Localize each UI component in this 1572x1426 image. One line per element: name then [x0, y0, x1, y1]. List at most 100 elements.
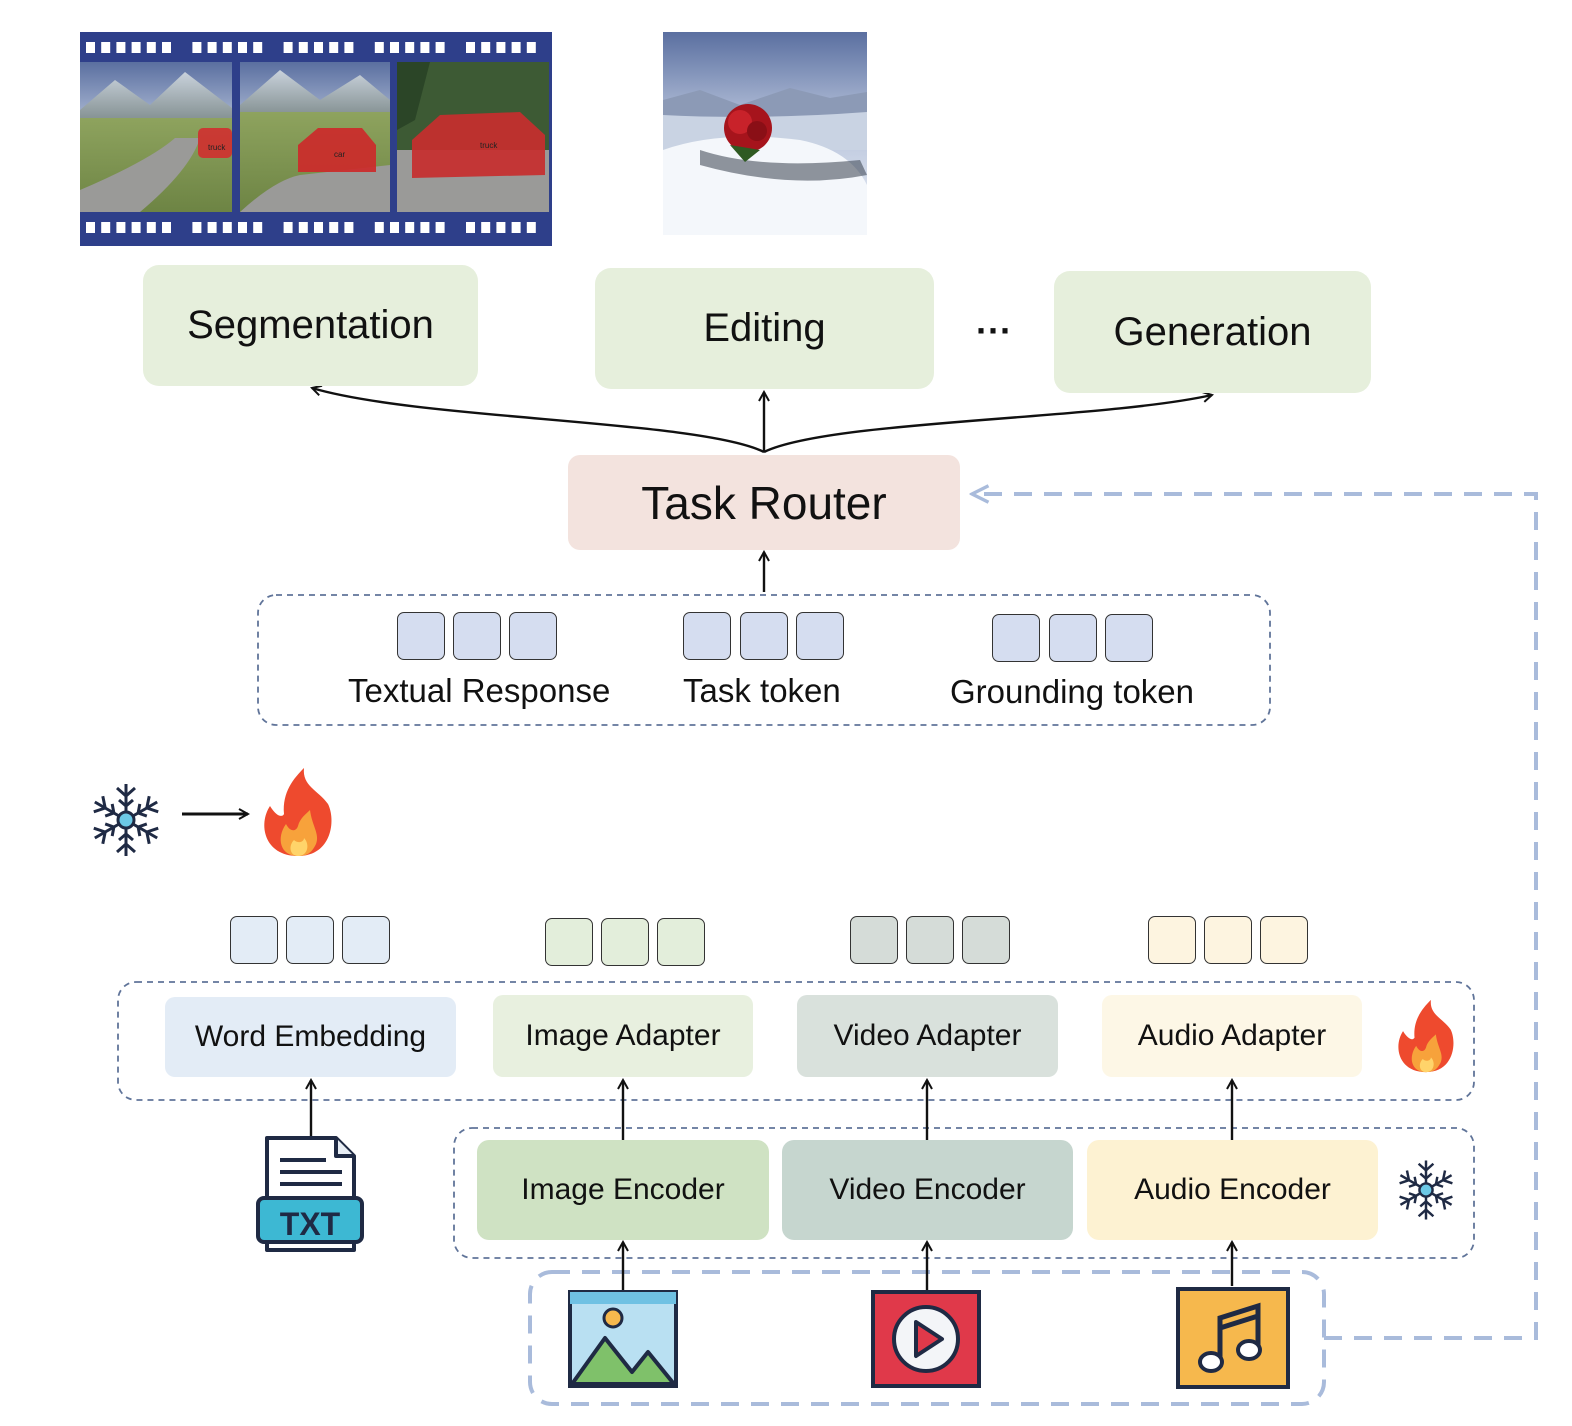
film-sprocket-hole	[283, 42, 293, 53]
film-sprocket-hole	[192, 42, 202, 53]
film-sprocket-hole	[420, 222, 430, 233]
task-router-box: Task Router	[568, 455, 960, 550]
film-sprocket-hole	[162, 222, 171, 233]
film-label-car: car	[334, 150, 345, 159]
film-sprocket-hole	[374, 222, 384, 233]
snowflake-icon	[88, 784, 164, 858]
textual-response-label: Textual Response	[348, 672, 611, 709]
film-sprocket-hole	[222, 42, 232, 53]
audio-embed-token-3	[1260, 916, 1308, 964]
segmentation-label: Segmentation	[187, 303, 434, 347]
word-embed-token-3	[342, 916, 390, 964]
more-tasks-ellipsis: ···	[976, 310, 1012, 351]
audio-encoder-label: Audio Encoder	[1134, 1173, 1331, 1206]
encoders-group	[453, 1127, 1475, 1259]
image-encoder-label: Image Encoder	[521, 1173, 725, 1206]
film-sprocket-hole	[390, 222, 399, 233]
film-sprocket-hole	[344, 42, 354, 53]
film-sprocket-hole	[405, 222, 415, 233]
grounding-token-3	[1105, 614, 1153, 662]
film-sprocket-hole	[405, 42, 415, 53]
film-sprocket-hole	[253, 42, 263, 53]
txt-file-label: TXT	[280, 1206, 341, 1242]
film-sprocket-hole	[314, 42, 323, 53]
output-tokens-group	[257, 594, 1271, 726]
film-sprocket-hole	[435, 222, 445, 233]
film-sprocket-hole	[511, 42, 521, 53]
film-frame-1: truck	[80, 62, 232, 212]
editing-task-box: Editing	[595, 268, 934, 389]
rose-snow-image	[663, 32, 867, 235]
generation-task-box: Generation	[1054, 271, 1371, 393]
adapters-group	[117, 981, 1475, 1101]
film-label-truck-1: truck	[208, 143, 226, 152]
video-embed-token-1	[850, 916, 898, 964]
image-adapter-label: Image Adapter	[525, 1019, 721, 1052]
film-sprocket-hole	[222, 222, 232, 233]
generation-label: Generation	[1113, 309, 1312, 354]
film-sprocket-hole	[162, 42, 171, 53]
film-sprocket-hole	[329, 42, 339, 53]
film-strip-image: truck car truck	[80, 32, 552, 246]
feedback-connector	[972, 494, 1538, 1340]
film-sprocket-hole	[86, 222, 95, 233]
encoder-connectors	[311, 1080, 1232, 1290]
film-sprocket-hole	[101, 42, 111, 53]
film-sprocket-hole	[481, 42, 491, 53]
film-sprocket-hole	[298, 222, 308, 233]
film-sprocket-hole	[526, 222, 536, 233]
video-adapter-box: Video Adapter	[797, 995, 1058, 1077]
audio-embed-token-1	[1148, 916, 1196, 964]
film-sprocket-hole	[420, 42, 430, 53]
fire-icon	[264, 768, 332, 856]
film-sprocket-hole	[283, 222, 293, 233]
film-sprocket-hole	[466, 222, 475, 233]
image-adapter-box: Image Adapter	[493, 995, 753, 1077]
film-sprocket-hole	[466, 42, 475, 53]
film-sprocket-hole	[329, 222, 339, 233]
word-embedding-box: Word Embedding	[165, 997, 456, 1077]
video-encoder-box: Video Encoder	[782, 1140, 1073, 1240]
textual-token-1	[397, 612, 445, 660]
film-sprocket-hole	[496, 42, 506, 53]
router-to-tasks-connectors	[312, 388, 1212, 592]
film-sprocket-hole	[238, 42, 247, 53]
film-sprocket-hole	[253, 222, 263, 233]
segmentation-task-box: Segmentation	[143, 265, 478, 386]
audio-encoder-box: Audio Encoder	[1087, 1140, 1378, 1240]
film-sprocket-hole	[116, 222, 126, 233]
audio-adapter-label: Audio Adapter	[1137, 1019, 1327, 1052]
task-token-1	[683, 612, 731, 660]
snowflake-icon-encoders	[1395, 1159, 1457, 1221]
video-encoder-label: Video Encoder	[829, 1173, 1026, 1206]
film-sprocket-hole	[496, 222, 506, 233]
film-frame-3: truck	[397, 62, 549, 212]
video-adapter-label: Video Adapter	[833, 1019, 1022, 1052]
image-embed-token-2	[601, 918, 649, 966]
grounding-token-1	[992, 614, 1040, 662]
textual-token-2	[453, 612, 501, 660]
film-sprocket-hole	[511, 222, 521, 233]
film-sprocket-hole	[146, 42, 156, 53]
txt-file-icon: TXT	[256, 1136, 364, 1252]
film-sprocket-hole	[146, 222, 156, 233]
image-embed-token-1	[545, 918, 593, 966]
film-sprocket-hole	[101, 222, 111, 233]
film-sprocket-hole	[314, 222, 323, 233]
film-sprocket-hole	[131, 222, 141, 233]
film-sprocket-hole	[374, 42, 384, 53]
video-embed-token-2	[906, 916, 954, 964]
film-sprocket-hole	[526, 42, 536, 53]
film-sprocket-hole	[86, 42, 95, 53]
task-router-label: Task Router	[641, 476, 887, 529]
audio-embed-token-2	[1204, 916, 1252, 964]
textual-token-3	[509, 612, 557, 660]
film-sprocket-hole	[192, 222, 202, 233]
film-sprocket-hole	[116, 42, 126, 53]
film-sprocket-hole	[435, 42, 445, 53]
task-token-2	[740, 612, 788, 660]
fire-icon-adapters	[1398, 999, 1454, 1073]
task-token-3	[796, 612, 844, 660]
film-label-truck-2: truck	[480, 141, 498, 150]
